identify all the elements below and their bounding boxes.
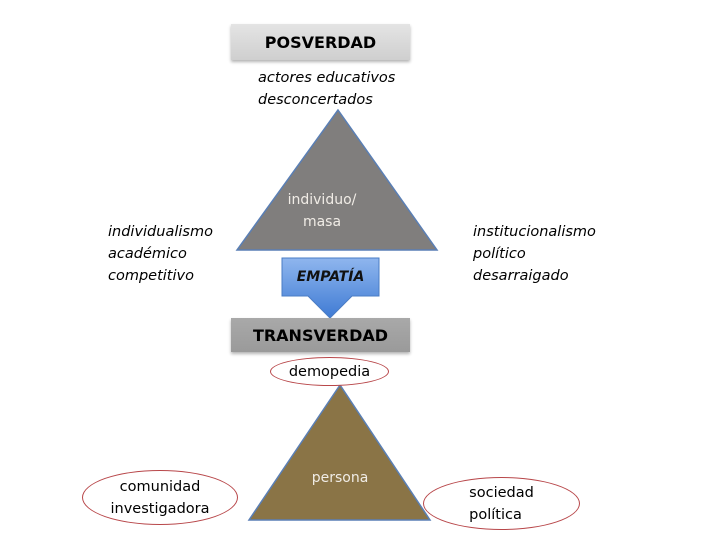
label-line: masa: [302, 214, 342, 230]
top-triangle: [235, 108, 439, 251]
comunidad-ellipse: comunidad investigadora: [82, 470, 238, 525]
top-caption: actores educativos desconcertados: [258, 67, 395, 111]
empatia-label: EMPATÍA: [296, 269, 365, 285]
caption-line: institucionalismo: [473, 224, 596, 240]
right-caption: institucionalismo político desarraigado: [473, 221, 596, 287]
caption-line: competitivo: [108, 268, 194, 284]
left-caption: individualismo académico competitivo: [108, 221, 213, 287]
ellipse-line: investigadora: [110, 500, 210, 517]
caption-line: académico: [108, 246, 187, 262]
transverdad-header: TRANSVERDAD: [231, 318, 410, 352]
caption-line: político: [473, 246, 526, 262]
bottom-triangle-label: persona: [311, 470, 369, 486]
ellipse-line: comunidad: [119, 478, 201, 495]
label-line: individuo/: [287, 192, 357, 208]
posverdad-header: POSVERDAD: [231, 24, 410, 60]
bottom-triangle: [247, 383, 432, 521]
top-triangle-label: individuo/ masa: [272, 189, 372, 233]
caption-line: desconcertados: [258, 92, 373, 108]
caption-line: desarraigado: [473, 268, 569, 284]
caption-line: individualismo: [108, 224, 213, 240]
caption-line: actores educativos: [258, 70, 396, 86]
ellipse-line: sociedad: [469, 484, 534, 501]
ellipse-line: política: [469, 506, 522, 523]
demopedia-ellipse: demopedia: [270, 357, 389, 386]
down-arrow-icon: [281, 257, 380, 319]
sociedad-ellipse: sociedad política: [423, 477, 580, 530]
